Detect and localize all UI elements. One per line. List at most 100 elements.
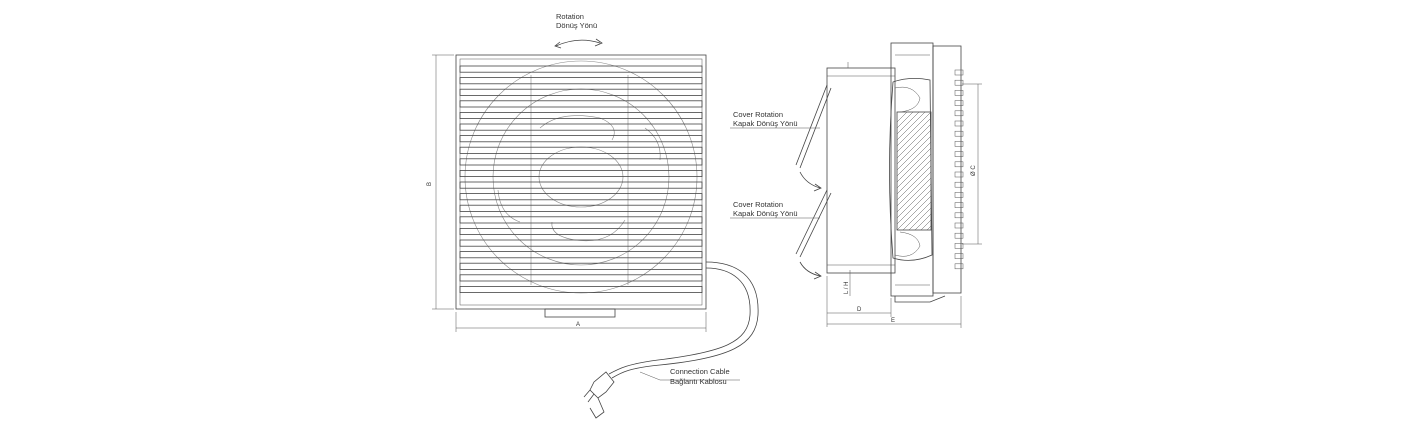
hatch-line (896, 135, 932, 171)
side-frame-2 (932, 45, 962, 294)
hatch-line (896, 111, 914, 129)
cover-flap-top (795, 84, 828, 166)
hatch-line (896, 183, 932, 219)
louvre-slat (459, 146, 703, 154)
plug-body (589, 397, 605, 419)
hatch-line (896, 123, 932, 159)
side-fin (954, 79, 964, 86)
motor-hatching (896, 111, 932, 231)
cover-rotation-1-tr: Kapak Dönüş Yönü (733, 119, 798, 128)
louvre-slat (459, 193, 703, 201)
louvre-slat (459, 100, 703, 108)
cover-flap-bottom (795, 189, 828, 255)
side-fin (954, 212, 964, 219)
louvre-slat (459, 239, 703, 247)
hatch-line (914, 213, 932, 231)
dim-d-label: D (857, 307, 862, 313)
hatch-line (896, 159, 932, 195)
louvre-slats (459, 65, 703, 293)
louvre-slat (459, 158, 703, 166)
hatch-line (896, 111, 926, 141)
cover-rotation-arrow-2 (799, 261, 821, 277)
side-fin (954, 171, 964, 178)
hatch-line (896, 111, 932, 147)
rotation-arrowhead-left (554, 41, 562, 49)
side-fin (954, 161, 964, 168)
louvre-slat (459, 77, 703, 85)
hatch-line (896, 111, 908, 123)
side-fin (954, 120, 964, 127)
side-fin (954, 181, 964, 188)
louvre-slat (459, 135, 703, 143)
bottom-tab (544, 308, 616, 318)
rotation-arrowhead (594, 38, 603, 47)
front-view: Rotation Dönüş Yönü A B Connection Cable… (427, 12, 759, 419)
side-fin (954, 110, 964, 117)
hatch-line (896, 189, 932, 225)
louvre-slat (459, 65, 703, 73)
fan-blade-1 (539, 115, 615, 141)
side-fin (954, 222, 964, 229)
louvre-slat (459, 123, 703, 131)
louvre-slat (459, 251, 703, 259)
cable-label-en: Connection Cable (670, 367, 730, 376)
motor-hatched (896, 111, 932, 231)
cable-label-tr: Bağlantı Kablosu (670, 377, 727, 386)
louvre-slat (459, 88, 703, 96)
side-fin (954, 141, 964, 147)
hatch-line (896, 141, 932, 177)
side-fin (954, 100, 964, 106)
side-fin (954, 192, 964, 198)
louvre-slat (459, 285, 703, 293)
side-fin (954, 232, 964, 239)
hatch-line (896, 153, 932, 189)
cover-rotation-arrow-1 (799, 171, 821, 189)
side-fin (954, 90, 964, 96)
hatch-line (926, 225, 932, 231)
cover-arrowhead-1 (813, 183, 822, 192)
side-fins (954, 69, 964, 270)
louvre-slat (459, 274, 703, 282)
louvre-slat (459, 227, 703, 235)
dim-e-label: E (891, 318, 895, 324)
rotation-label-en: Rotation (556, 12, 584, 21)
side-view: Cover Rotation Kapak Dönüş Yönü Cover Ro… (730, 42, 982, 328)
dim-lh-label: L / H (844, 282, 850, 294)
hatch-line (902, 201, 932, 231)
side-fin (954, 202, 964, 208)
frame-bottom-lip (894, 295, 946, 303)
louvre-slat (459, 112, 703, 120)
rotation-arrow (555, 39, 601, 47)
connection-cable-2 (608, 267, 751, 375)
connection-cable (611, 261, 759, 379)
side-fin (954, 69, 964, 76)
louvre-slat (459, 216, 703, 224)
fan-blade-4 (644, 127, 661, 161)
hatch-line (896, 111, 920, 135)
dim-c-label: Ø C (971, 165, 977, 176)
rotation-label-tr: Dönüş Yönü (556, 21, 597, 30)
cover-rotation-2-tr: Kapak Dönüş Yönü (733, 209, 798, 218)
louvre-slat (459, 262, 703, 270)
side-fin (954, 151, 964, 157)
side-fin (954, 263, 964, 270)
hatch-line (896, 195, 932, 231)
side-fin (954, 253, 964, 259)
side-body (826, 67, 896, 274)
louvre-slat (459, 204, 703, 212)
side-fin (954, 130, 964, 137)
motor-outline (889, 78, 933, 261)
cover-arrowhead-2 (813, 271, 822, 280)
hatch-line (908, 207, 932, 231)
hatch-line (920, 219, 932, 231)
hatch-line (896, 177, 932, 213)
blade-bottom (894, 231, 921, 257)
blade-top (894, 86, 921, 113)
dim-b-label: B (427, 182, 433, 186)
hatch-line (896, 171, 932, 207)
hatch-line (896, 129, 932, 165)
cover-rotation-2-en: Cover Rotation (733, 200, 783, 209)
hatch-line (896, 165, 932, 201)
louvre-slat (459, 169, 703, 177)
dim-a-label: A (576, 322, 580, 328)
